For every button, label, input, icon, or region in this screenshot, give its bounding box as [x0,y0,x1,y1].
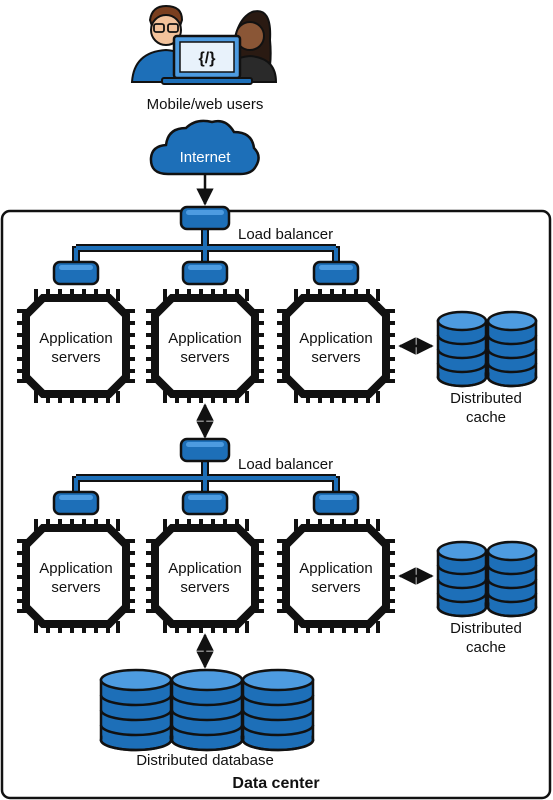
load-balancer-1-icon [179,205,231,231]
cache-1-line1: Distributed [450,390,522,407]
cache-1a-icon [436,310,488,388]
datacenter-label: Data center [232,775,319,792]
switch-2a-icon [52,490,100,516]
cache-2-line2: cache [466,639,506,656]
users-icon [130,4,278,85]
server-1c-line2: servers [311,349,360,366]
server-2c-line2: servers [311,579,360,596]
cloud-icon [149,119,260,176]
switch-1c-icon [312,260,360,286]
server-2c-line1: Application [299,560,372,577]
switch-2c-icon [312,490,360,516]
server-2a-line1: Application [39,560,112,577]
server-1c-line1: Application [299,330,372,347]
laptop-code-glyph: {/} [199,50,216,67]
datacenter-frame [0,209,552,800]
internet-label: Internet [180,149,232,166]
server-1a-line2: servers [51,349,100,366]
cache-2-line1: Distributed [450,620,522,637]
load-balancer-2-label: Load balancer [238,456,333,473]
cache-1b-icon [486,310,538,388]
server-1b-line1: Application [168,330,241,347]
database-label: Distributed database [136,752,274,769]
load-balancer-2-icon [179,437,231,463]
users-label: Mobile/web users [147,96,264,113]
cache-2b-icon [486,540,538,618]
server-1b-line2: servers [180,349,229,366]
server-2b-line1: Application [168,560,241,577]
database-c-icon [241,668,315,752]
database-b-icon [170,668,244,752]
cache-2a-icon [436,540,488,618]
server-1a-line1: Application [39,330,112,347]
switch-1a-icon [52,260,100,286]
server-2a-line2: servers [51,579,100,596]
server-2b-line2: servers [180,579,229,596]
switch-2b-icon [181,490,229,516]
database-a-icon [99,668,173,752]
load-balancer-1-label: Load balancer [238,226,333,243]
switch-1b-icon [181,260,229,286]
cache-1-line2: cache [466,409,506,426]
